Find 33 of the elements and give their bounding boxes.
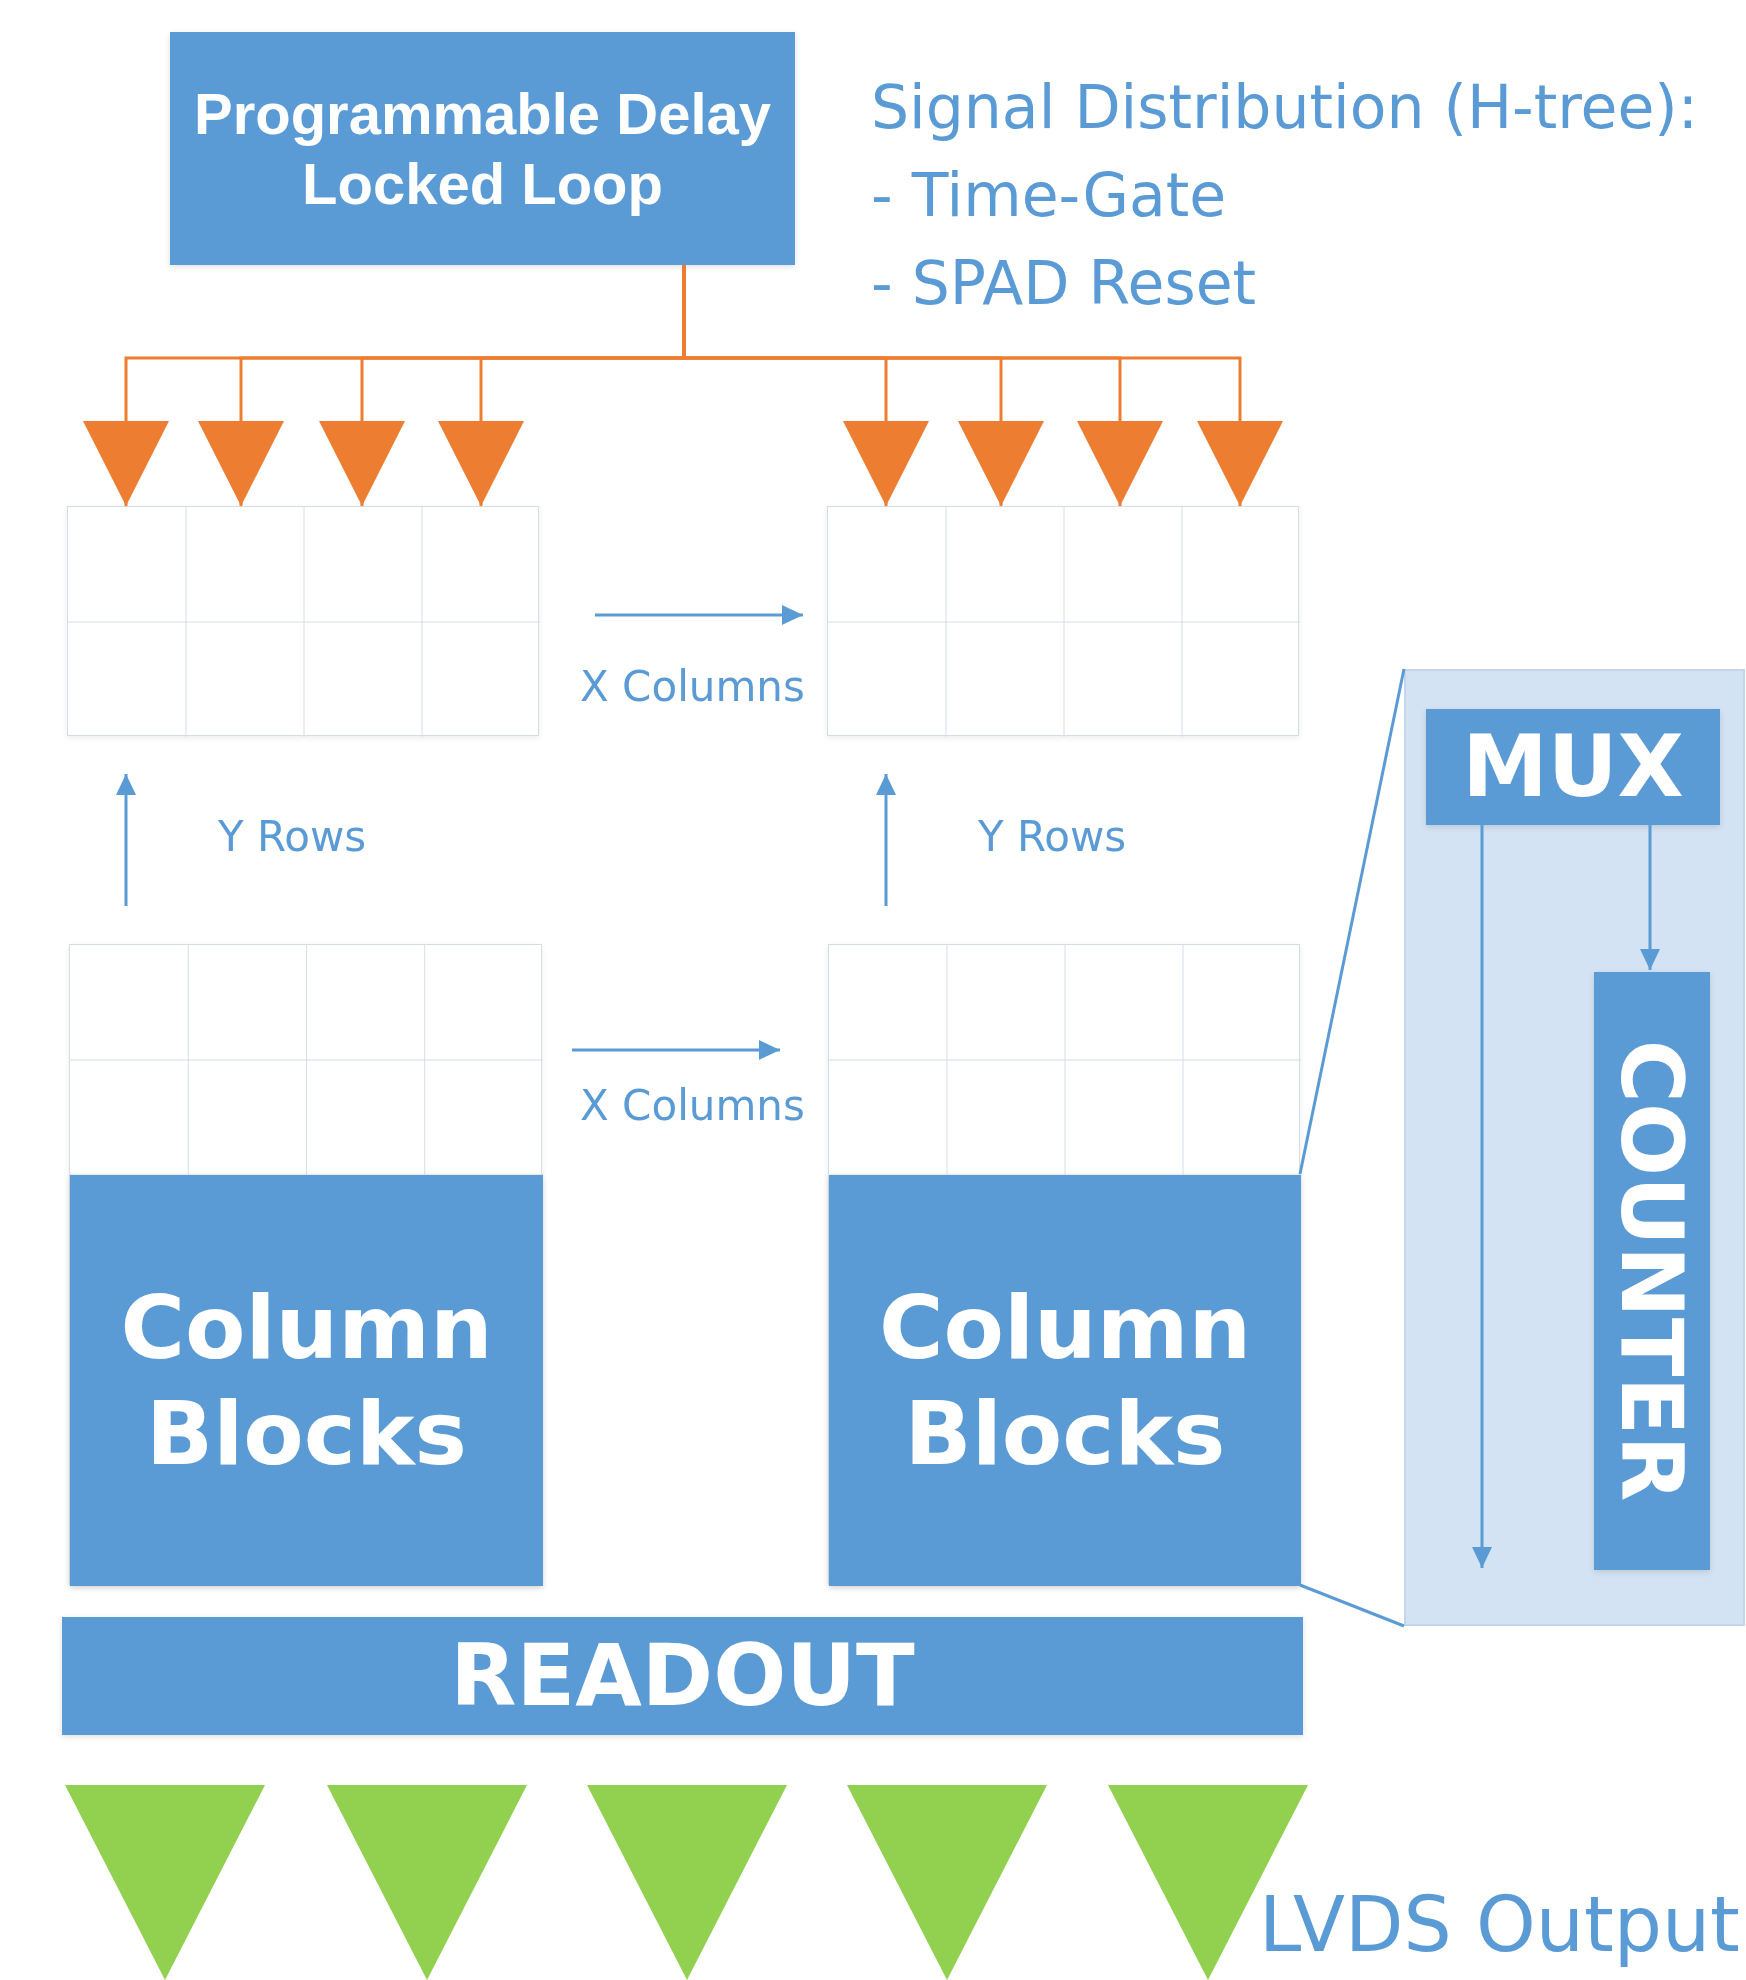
box-label: READOUT [449,1624,916,1728]
connector-line [1298,668,1406,1175]
text-label: X Columns [580,1081,805,1130]
text-label: - Time-Gate [871,160,1227,230]
pixel-array-grid [69,944,542,1585]
column-blocks-box [829,1175,1301,1586]
box-label: COUNTER [1601,1039,1704,1504]
arrow [1640,823,1660,970]
text-label: Y Rows [218,812,367,861]
readout-bar [62,1617,1303,1735]
mux-box [1426,709,1720,825]
output-pad-triangle [327,1785,527,1980]
column-blocks-box [70,1175,543,1586]
box-label: Programmable Delay Locked Loop [193,79,772,218]
output-pad-triangle [847,1785,1047,1980]
pixel-array-grid [827,506,1299,736]
counter-box [1594,972,1710,1570]
output-pad-triangle [587,1785,787,1980]
text-label: X Columns [580,662,805,711]
text-label: Y Rows [978,812,1127,861]
pixel-array-grid [67,506,539,736]
process-box [170,32,795,265]
text-label: LVDS Output [1259,1880,1740,1969]
box-label: MUX [1461,715,1685,819]
text-label: Signal Distribution (H-tree): [871,72,1698,142]
text-label: - SPAD Reset [871,248,1257,318]
arrow [1472,823,1492,1568]
pixel-array-grid [828,944,1300,1585]
output-pad-triangle [65,1785,265,1980]
box-label: Column Blocks [119,1274,494,1487]
connector-line [1299,1583,1405,1628]
box-label: Column Blocks [877,1274,1253,1487]
inset-panel [1404,669,1745,1626]
